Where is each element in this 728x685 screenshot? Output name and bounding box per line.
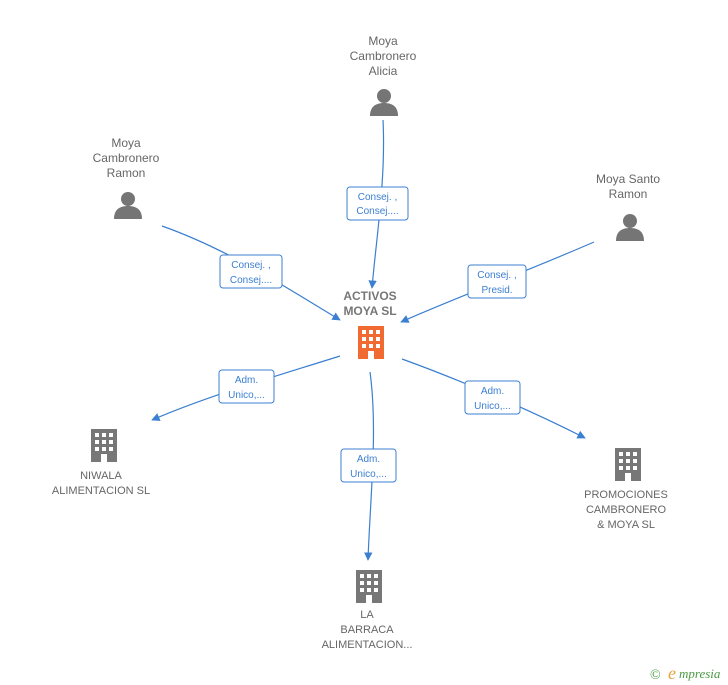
edge-label-box[interactable] [346,186,409,221]
person-label-line-2: Cambronero [350,49,417,63]
person-label-line-2: Cambronero [93,151,160,165]
edge-niwala: Adm. Unico,... [151,355,341,421]
person-node-ramon-santo[interactable]: Moya Santo Ramon [596,172,660,241]
edge-barraca: Adm. Unico,... [340,371,397,561]
person-icon [616,214,644,241]
edge-label-line-1: Adm. [357,454,380,465]
person-icon [114,192,142,219]
edge-label-line-1: Adm. [235,375,258,386]
watermark: © e mpresia [650,663,721,683]
edge-label-box[interactable] [467,264,527,299]
person-label-line-3: Alicia [369,64,398,78]
edge-label-box[interactable] [219,254,283,289]
edge-ramon-santo: Consej. , Presid. [400,241,595,323]
edge-ramon-cambronero: Consej. , Consej.... [161,225,341,321]
company-label-line-1: PROMOCIONES [584,489,668,501]
person-node-alicia[interactable]: Moya Cambronero Alicia [350,34,417,116]
person-label-line-1: Moya Santo [596,172,660,186]
edge-label-line-1: Adm. [481,386,504,397]
company-label-line-2: ALIMENTACION SL [52,485,150,497]
copyright-symbol: © [650,668,661,683]
company-label-line-3: & MOYA SL [597,519,655,531]
edge-label-line-2: Consej.... [230,275,272,286]
person-label-line-2: Ramon [609,187,648,201]
edge-label-line-1: Consej. , [358,192,397,203]
person-icon [370,89,398,116]
brand-name: mpresia [679,666,721,681]
center-label-line-2: MOYA SL [343,304,396,318]
edge-label-box[interactable] [464,380,521,415]
edge-label-line-2: Unico,... [228,390,265,401]
company-label-line-2: BARRACA [340,624,394,636]
edge-label-line-2: Presid. [481,285,512,296]
company-node-niwala[interactable]: NIWALA ALIMENTACION SL [52,429,150,497]
edge-label-line-1: Consej. , [231,260,270,271]
person-label-line-3: Ramon [107,166,146,180]
person-label-line-1: Moya [368,34,398,48]
building-icon [91,429,117,462]
person-label-line-1: Moya [111,136,141,150]
company-label-line-2: CAMBRONERO [586,504,667,516]
edge-label-line-2: Unico,... [350,469,387,480]
person-node-ramon-cambronero[interactable]: Moya Cambronero Ramon [93,136,160,219]
company-label-line-3: ALIMENTACION... [322,639,413,651]
edge-label-box[interactable] [340,448,397,483]
edge-label-box[interactable] [218,369,275,404]
center-node[interactable]: ACTIVOS MOYA SL [343,289,397,359]
edge-label-line-2: Consej.... [356,206,398,217]
company-node-promociones[interactable]: PROMOCIONES CAMBRONERO & MOYA SL [584,448,668,531]
edge-label-line-1: Consej. , [477,270,516,281]
center-label-line-1: ACTIVOS [343,289,396,303]
company-label-line-1: NIWALA [80,470,122,482]
brand-initial: e [668,663,676,683]
company-node-barraca[interactable]: LA BARRACA ALIMENTACION... [322,570,413,651]
edge-promociones: Adm. Unico,... [401,358,586,439]
building-icon [356,570,382,603]
company-label-line-1: LA [360,609,374,621]
edge-alicia: Consej. , Consej.... [346,119,409,289]
building-icon [358,326,384,359]
building-icon [615,448,641,481]
edge-label-line-2: Unico,... [474,401,511,412]
